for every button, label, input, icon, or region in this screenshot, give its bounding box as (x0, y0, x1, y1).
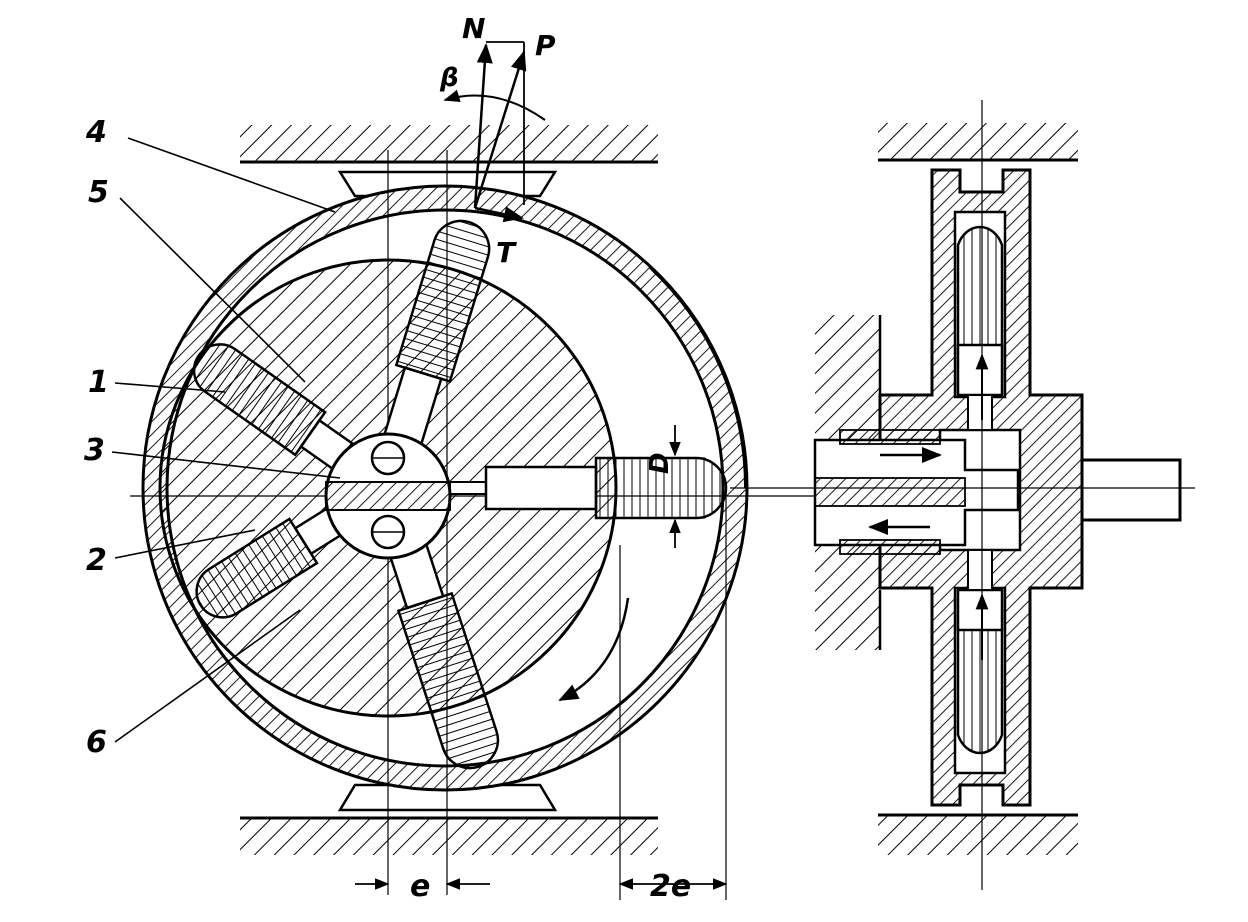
part-label-2: 2 (86, 543, 107, 578)
piston-top (382, 219, 491, 448)
leader-1 (114, 382, 226, 393)
leader-3 (111, 451, 341, 479)
leader-6 (114, 609, 301, 743)
rotation-arrow (558, 597, 630, 702)
label-p: P (535, 29, 556, 62)
pintle-partition (814, 477, 966, 507)
label-d: D (645, 452, 675, 474)
part-label-4: 4 (85, 115, 107, 150)
part-label-6: 6 (86, 725, 107, 760)
leader-2 (114, 529, 256, 559)
top-support-hatch (240, 125, 658, 162)
leader-5 (119, 197, 306, 383)
bottom-support-hatch (240, 818, 658, 855)
normal-force-arrow (473, 43, 493, 209)
tangential-force-arrow (474, 206, 524, 223)
label-2e: 2e (650, 869, 691, 904)
part-label-5: 5 (88, 175, 109, 210)
ring-inner-track (649, 267, 747, 489)
label-beta: β (439, 63, 459, 93)
resultant-force-arrow (473, 50, 527, 209)
drive-shaft (1080, 458, 1182, 522)
label-n: N (462, 12, 485, 45)
side-bottom-support (878, 815, 1078, 855)
side-top-support (878, 123, 1078, 160)
label-t: T (496, 236, 517, 269)
label-e: e (410, 869, 430, 904)
distributor-partition (325, 481, 451, 511)
front-view (111, 41, 820, 900)
angle-beta-arc (443, 89, 546, 121)
part-label-3: 3 (84, 433, 105, 468)
part-label-1: 1 (88, 365, 109, 400)
leader-4 (127, 137, 336, 213)
side-section-view (730, 100, 1195, 890)
piston-right (445, 456, 728, 520)
